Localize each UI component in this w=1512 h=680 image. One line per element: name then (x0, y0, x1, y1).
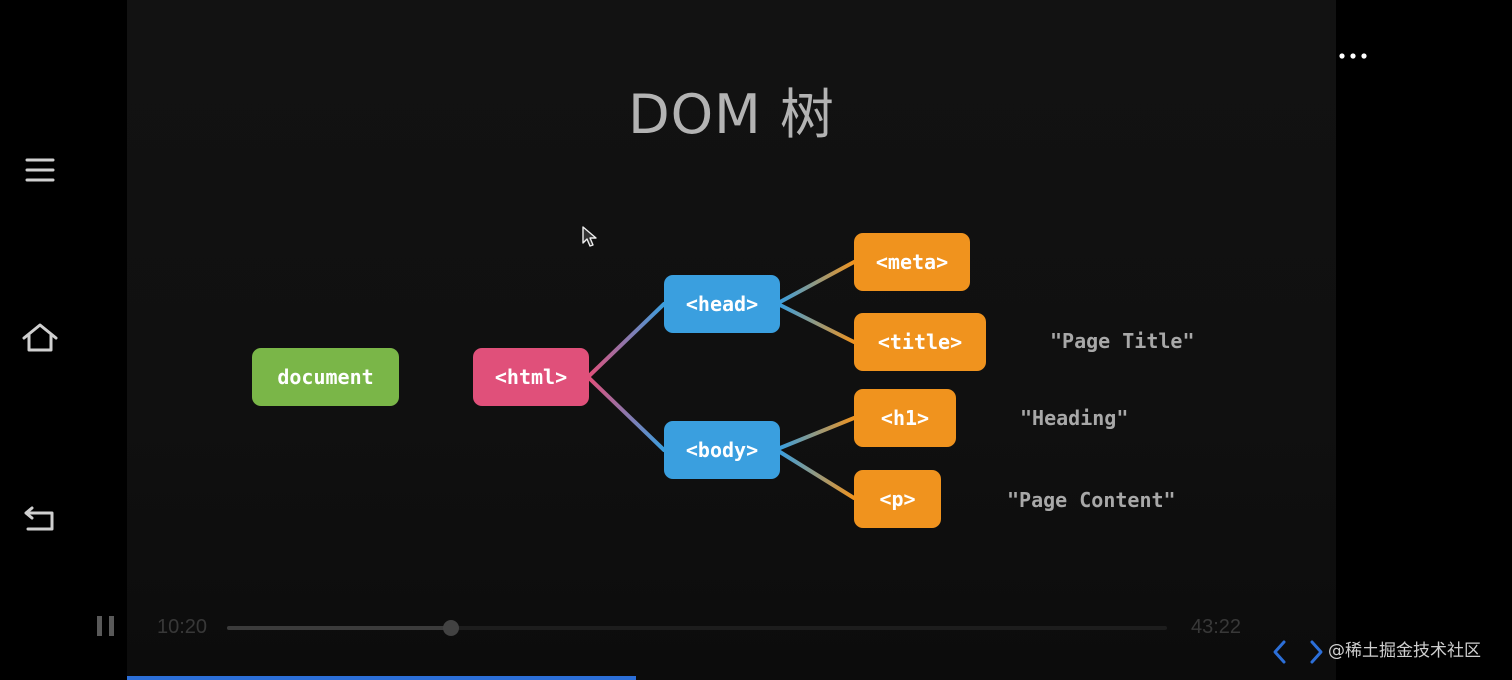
node-h1: <h1> (854, 389, 956, 447)
node-meta: <meta> (854, 233, 970, 291)
edge-html-head (587, 302, 666, 378)
seek-bar[interactable] (227, 620, 1167, 636)
node-head: <head> (664, 275, 780, 333)
back-icon[interactable] (22, 500, 58, 536)
video-player[interactable]: DOM 树 document <html> <head> <body> <met… (127, 0, 1336, 680)
edge-body-p (778, 450, 856, 500)
node-body: <body> (664, 421, 780, 479)
watermark: @稀土掘金技术社区 (1328, 641, 1481, 661)
leaf-page-title: "Page Title" (1050, 329, 1195, 353)
seek-bar-fill (227, 626, 451, 630)
node-p: <p> (854, 470, 941, 528)
seek-thumb[interactable] (442, 620, 459, 636)
pause-icon[interactable] (94, 612, 118, 640)
leaf-heading: "Heading" (1020, 406, 1129, 430)
edge-head-title (778, 303, 856, 344)
node-html: <html> (473, 348, 589, 406)
leaf-page-content: "Page Content" (1007, 488, 1176, 512)
menu-icon[interactable] (22, 152, 58, 188)
edge-body-h1 (778, 416, 856, 450)
right-side-panel (1336, 0, 1512, 680)
edge-html-body (587, 376, 666, 452)
cursor-icon (582, 226, 597, 247)
bottom-progress-bar (127, 676, 637, 680)
node-document: document (252, 348, 399, 406)
edge-head-meta (778, 260, 856, 304)
playback-controls: 10:20 43:22 (127, 600, 1336, 680)
system-nav-bar (0, 0, 127, 680)
current-time: 10:20 (157, 616, 208, 638)
total-time: 43:22 (1191, 616, 1242, 638)
slide-title: DOM 树 (628, 83, 835, 146)
home-icon[interactable] (22, 320, 58, 356)
tree-connectors (397, 260, 1041, 501)
node-title: <title> (854, 313, 986, 371)
more-options-icon[interactable] (1336, 48, 1370, 64)
code-icon (1273, 640, 1323, 664)
